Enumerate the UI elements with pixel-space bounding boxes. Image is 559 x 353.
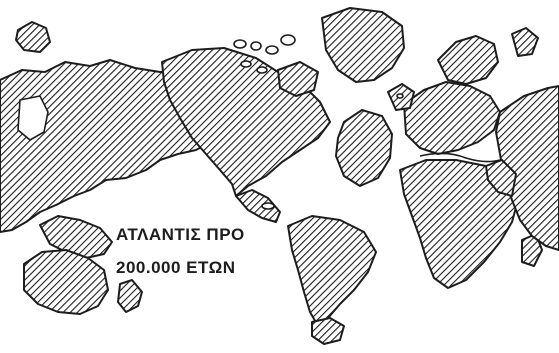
landmass-new-zealand — [117, 279, 143, 313]
islet-arctic-5 — [240, 60, 252, 68]
landmass-northwest-islands — [15, 21, 51, 53]
landmass-asian-islands — [39, 215, 113, 259]
landmass-arabia — [485, 159, 517, 197]
islet-arctic-6 — [256, 66, 268, 74]
islet-arctic-3 — [265, 45, 279, 55]
map-caption-line-2: 200.000 ΕΤΩΝ — [116, 258, 236, 277]
landmass-atlantis — [335, 109, 393, 187]
islet-caribbean — [261, 202, 275, 210]
islet-north-atlantic — [396, 93, 404, 99]
islet-arctic-2 — [250, 41, 262, 51]
landmass-greenland — [321, 7, 405, 83]
landmass-south-america — [287, 215, 377, 327]
coastline-sketch — [419, 152, 501, 163]
map-caption-line-1: ΑΤΛΑΝΤΙΣ ΠΡΟ — [116, 225, 245, 244]
landmass-australia — [23, 249, 109, 315]
landmass-central-america — [235, 189, 281, 223]
landmass-africa — [399, 159, 519, 289]
lake-outline — [17, 95, 49, 141]
landmass-asia-right — [495, 85, 559, 251]
landmass-scandinavia — [437, 35, 499, 85]
islet-arctic-1 — [233, 39, 247, 49]
landmass-arctic-islands — [277, 61, 319, 97]
landmass-northeast-islands — [511, 27, 539, 57]
landmass-europe — [403, 81, 501, 155]
islet-arctic-4 — [280, 34, 296, 46]
landmass-tierra-del-fuego — [311, 317, 345, 345]
